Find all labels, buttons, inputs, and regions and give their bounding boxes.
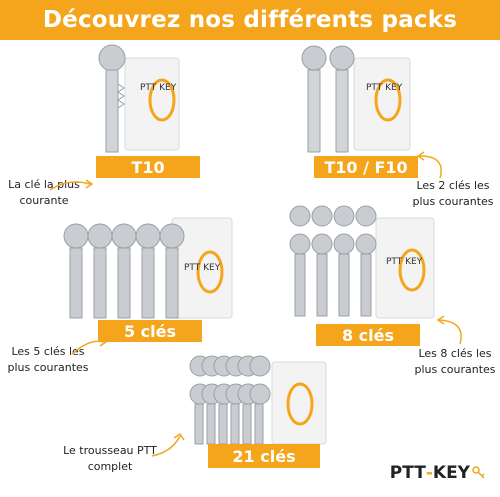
pack-t10f10-image: PTT KEY: [292, 42, 416, 154]
pack-caption-t10f10: Les 2 clés les plus courantes: [412, 179, 494, 208]
arrow-icon: [416, 151, 442, 179]
pack-5cles-image: PTT KEY: [60, 217, 240, 322]
arrow-icon: [436, 315, 462, 345]
pack-label-21cles: 21 clés: [208, 444, 320, 468]
pack-label-t10f10: T10 / F10: [314, 156, 418, 178]
pack-t10-image: PTT KEY: [80, 42, 190, 154]
header-banner: Découvrez nos différents packs: [0, 0, 500, 40]
page-title: Découvrez nos différents packs: [42, 7, 458, 33]
svg-text:PTT KEY: PTT KEY: [366, 83, 403, 93]
pack-caption-8cles: Les 8 clés les plus courantes: [414, 347, 496, 376]
arrow-icon: [49, 179, 94, 191]
pack-caption-t10: La clé la plus courante: [8, 178, 80, 207]
pack-8cles-image: PTT KEY: [288, 204, 438, 320]
key-bundle-icon: PTT KEY: [289, 205, 435, 319]
pack-label-8cles: 8 clés: [316, 324, 420, 346]
pack-label-t10: T10: [96, 156, 200, 178]
pack-21cles-image: [186, 354, 330, 446]
brand-logo: PTT - KEY: [390, 463, 486, 483]
pack-caption-21cles: Le trousseau PTT complet: [63, 444, 157, 473]
logo-text-left: PTT: [389, 463, 426, 483]
arrow-icon: [151, 432, 185, 457]
key-bundle-icon: PTT KEY: [63, 217, 233, 319]
pack-label-5cles: 5 clés: [98, 320, 202, 342]
key-bundle-icon: [189, 355, 327, 445]
key-bundle-icon: PTT KEY: [301, 45, 411, 153]
logo-text-right: KEY: [432, 463, 470, 483]
svg-text:PTT KEY: PTT KEY: [140, 83, 177, 93]
svg-text:PTT KEY: PTT KEY: [386, 257, 423, 267]
arrow-icon: [71, 337, 108, 355]
key-icon: [472, 466, 485, 479]
svg-text:PTT KEY: PTT KEY: [184, 263, 221, 273]
logo-dash: -: [425, 463, 433, 483]
pack-caption-5cles: Les 5 clés les plus courantes: [7, 345, 89, 374]
key-bundle-icon: PTT KEY: [98, 44, 180, 153]
